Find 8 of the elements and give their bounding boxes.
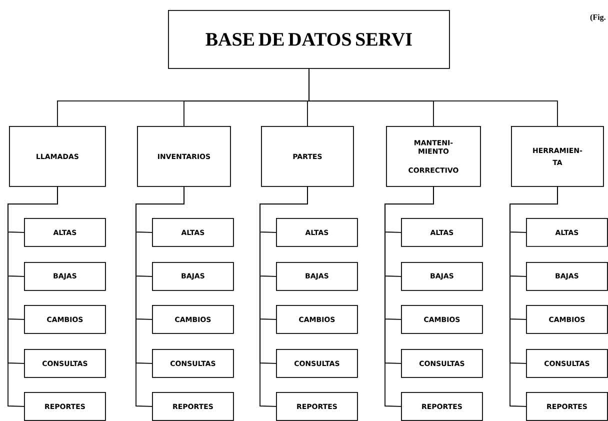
connector-line bbox=[510, 186, 558, 407]
main-box: BASE DE DATOS SERVI bbox=[168, 10, 450, 69]
figure-label: (Fig. bbox=[590, 14, 606, 22]
connector-line bbox=[8, 186, 58, 407]
connector-line bbox=[308, 68, 558, 126]
connector-line bbox=[136, 186, 184, 407]
connector-line bbox=[384, 186, 434, 407]
connector-line bbox=[260, 186, 308, 407]
